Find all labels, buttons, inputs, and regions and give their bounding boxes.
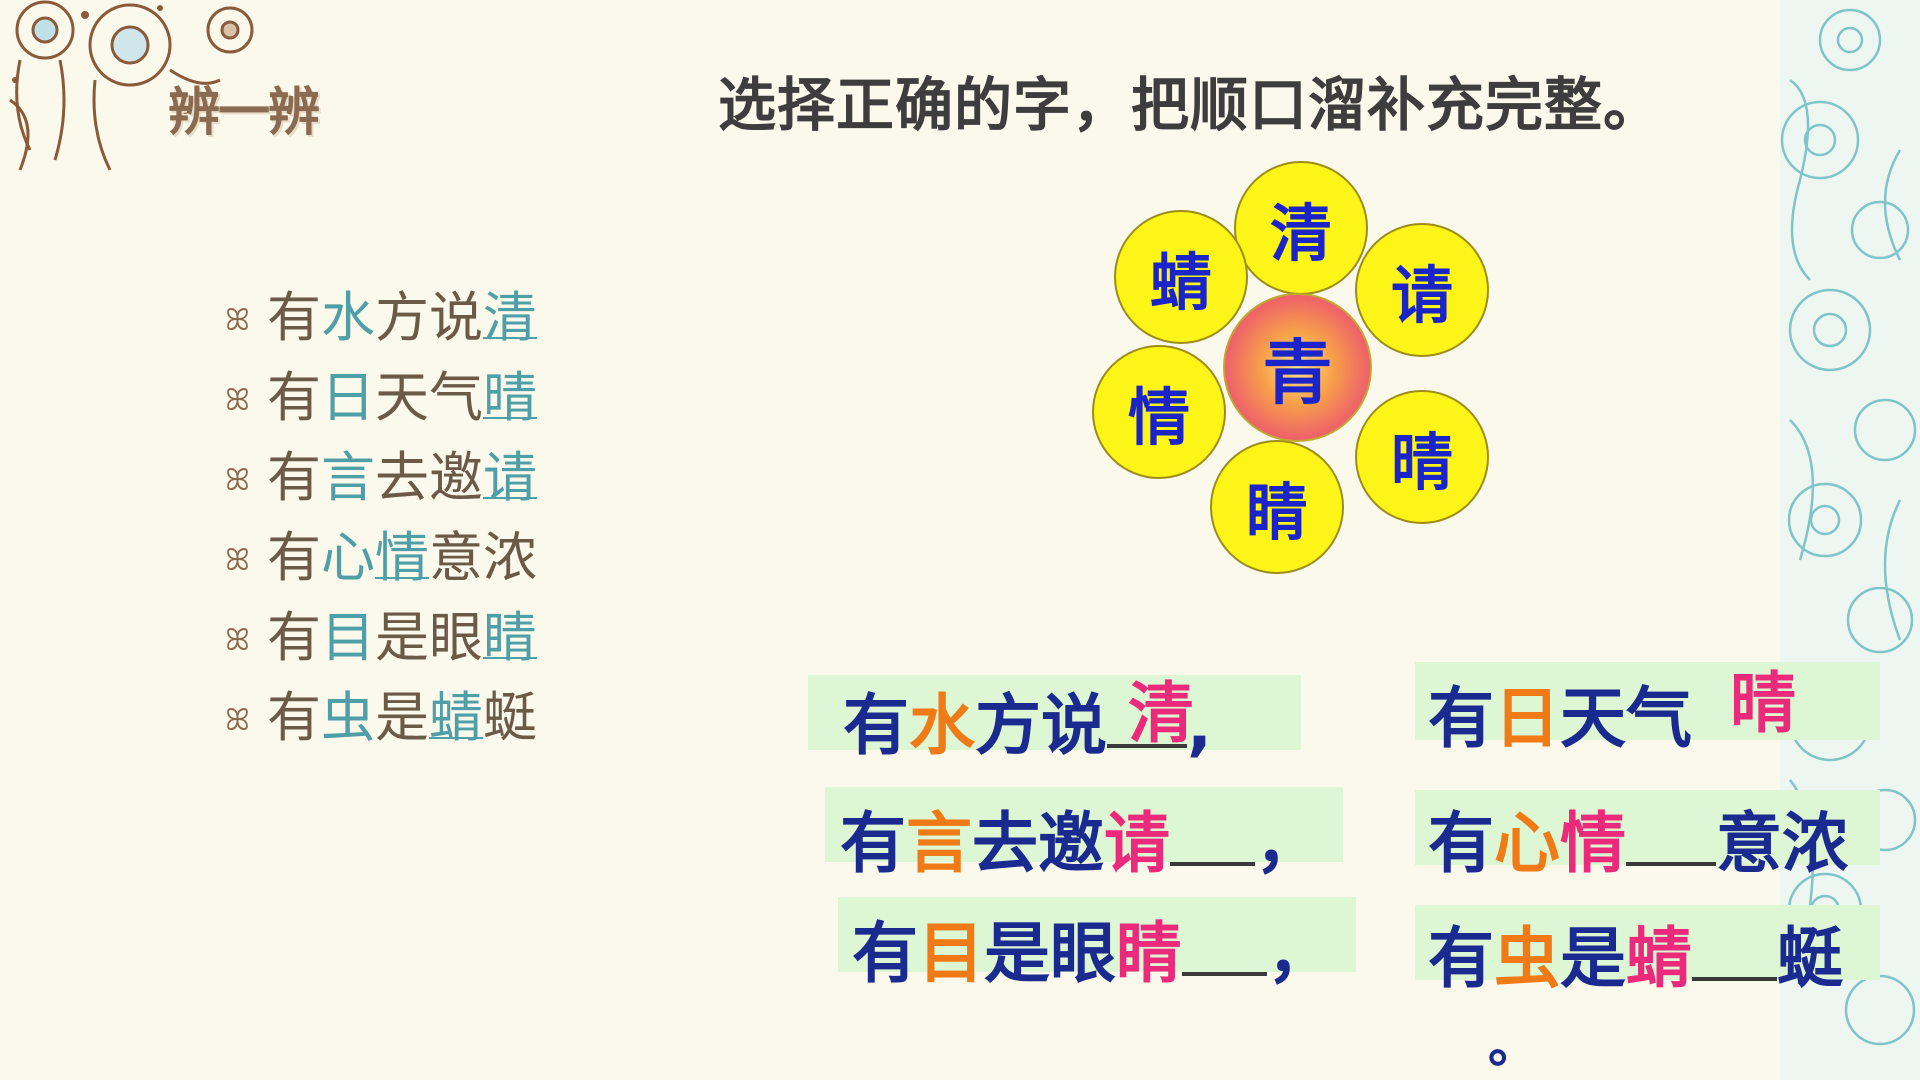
final-period: 。	[1488, 1016, 1538, 1074]
petal-lower-right[interactable]: 晴	[1355, 390, 1489, 524]
instruction-title: 选择正确的字，把顺口溜补充完整。	[718, 71, 1663, 139]
answer-2: 晴	[1730, 665, 1796, 742]
answer-bg-4	[1415, 790, 1880, 865]
answer-blank[interactable]	[1182, 917, 1267, 976]
answer-6: 蜻	[1626, 920, 1692, 997]
petal-upper-left[interactable]: 蜻	[1114, 210, 1248, 344]
bullet-icon: ꕤ	[225, 703, 250, 739]
answer-1: 清	[1128, 675, 1194, 752]
petal-bottom[interactable]: 睛	[1210, 440, 1344, 574]
petal-upper-right[interactable]: 请	[1355, 223, 1489, 357]
floral-decoration-top-left	[9, 0, 254, 171]
section-heading: 辨一辨	[168, 83, 320, 143]
answer-3: 请	[1104, 805, 1170, 882]
answer-line-6: 有虫是蜻蜓	[1428, 920, 1843, 997]
answer-line-1: 有水方说,	[843, 687, 1213, 764]
bullet-icon: ꕤ	[225, 383, 250, 419]
answer-blank[interactable]	[1626, 807, 1716, 866]
petal-lower-left[interactable]: 情	[1092, 345, 1226, 479]
answer-bg-5	[838, 897, 1356, 972]
answer-4: 情	[1560, 805, 1626, 882]
answer-line-5: 有目是眼睛，	[852, 915, 1333, 992]
answer-blank[interactable]	[1107, 744, 1187, 748]
floral-border-right	[1780, 0, 1920, 1080]
answer-bg-3	[825, 787, 1343, 862]
answer-blank[interactable]	[1692, 922, 1777, 981]
petal-top[interactable]: 清	[1234, 161, 1368, 295]
answer-bg-6	[1415, 905, 1880, 980]
bullet-icon: ꕤ	[225, 623, 250, 659]
answer-line-2: 有日天气	[1428, 680, 1692, 757]
flower-center: 青	[1223, 293, 1372, 442]
answer-5: 睛	[1116, 915, 1182, 992]
bullet-icon: ꕤ	[225, 303, 250, 339]
answer-line-3: 有言去邀请，	[840, 805, 1321, 882]
answer-blank[interactable]	[1170, 807, 1255, 866]
character-flower: 清 请 晴 睛 情 蜻 青	[1080, 155, 1500, 585]
answer-bg-1	[808, 675, 1301, 750]
bullet-icon: ꕤ	[225, 463, 250, 499]
bullet-icon: ꕤ	[225, 543, 250, 579]
answer-line-4: 有心情意浓	[1428, 805, 1848, 882]
answer-bg-2	[1415, 662, 1880, 740]
